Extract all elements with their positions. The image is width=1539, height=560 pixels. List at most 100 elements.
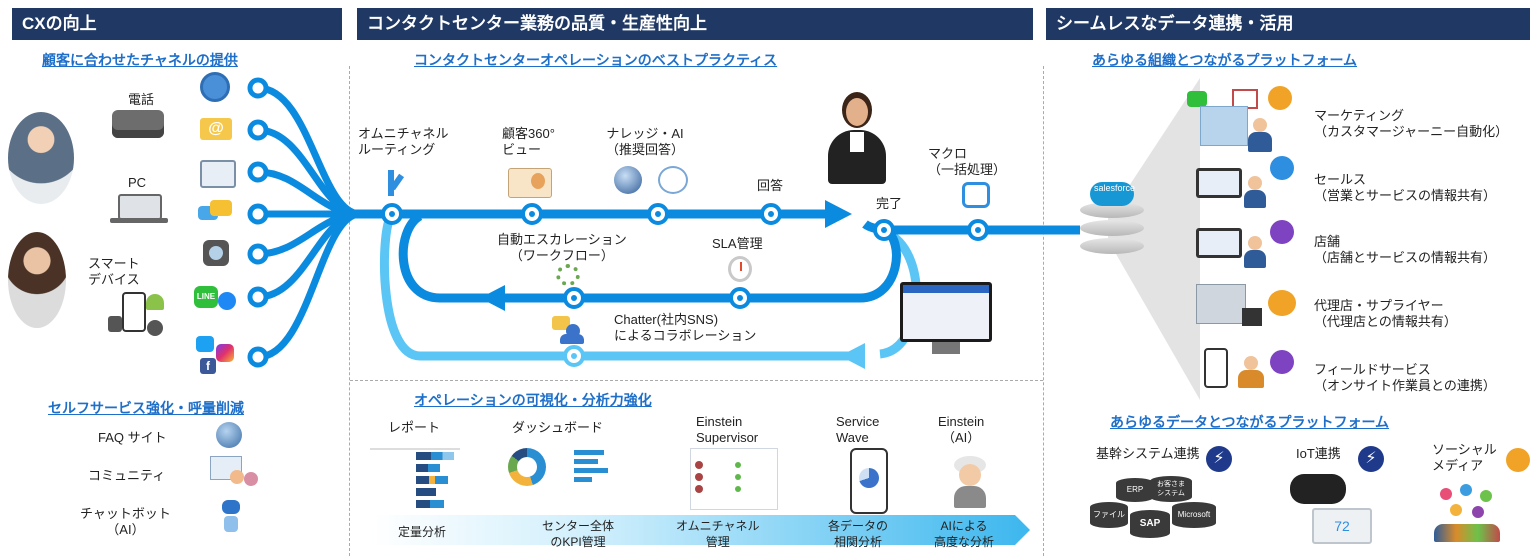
marketing-map-icon	[1200, 106, 1248, 146]
email-icon: @	[200, 118, 232, 140]
escalation-gear-icon	[556, 264, 580, 286]
faq-globe-icon	[216, 422, 242, 448]
social-media-label: ソーシャル メディア	[1432, 442, 1497, 473]
db-customer: お客さま システム	[1150, 476, 1192, 502]
smart-device-label: スマート デバイス	[88, 256, 140, 287]
field-worker-icon	[1236, 356, 1266, 388]
separator-right	[1043, 66, 1044, 556]
community-label: コミュニティ	[88, 468, 166, 483]
platform-fan	[1108, 78, 1200, 400]
laptop-icon	[118, 194, 162, 220]
auto-escalation-label: 自動エスカレーション （ワークフロー）	[497, 232, 627, 263]
header-cx: CXの向上	[12, 8, 342, 40]
platform-item-agency: 代理店・サプライヤー （代理店との情報共有）	[1314, 298, 1457, 329]
store-chat-icon	[1270, 220, 1294, 244]
messenger-icon	[218, 292, 236, 310]
customer-card-icon	[508, 168, 552, 198]
db-sap: SAP	[1130, 510, 1170, 538]
chatter-label: Chatter(社内SNS) によるコラボレーション	[614, 312, 757, 343]
kpi-item-3: オムニチャネル 管理	[676, 519, 760, 549]
chatbot-label: チャットボット （AI）	[80, 506, 171, 537]
dashboard-bars	[560, 448, 610, 484]
kpi-item-2: センター全体 のKPI管理	[542, 519, 615, 549]
service-wave-label: Service Wave	[836, 414, 880, 445]
platform-item-field: フィールドサービス （オンサイト作業員との連携）	[1314, 362, 1496, 393]
kpi-arrow	[372, 515, 1030, 545]
kpi-item-1: 定量分析	[398, 525, 447, 539]
separator-center	[350, 380, 1043, 381]
twitter-icon	[196, 336, 214, 352]
social-pin-icon	[1506, 448, 1530, 472]
line-badge-icon	[1187, 91, 1207, 107]
answer-label: 回答	[757, 178, 784, 193]
header-seamless: シームレスなデータ連携・活用	[1046, 8, 1530, 40]
salesforce-logo-text: salesforce	[1094, 183, 1136, 193]
line-icon: LINE	[194, 286, 218, 308]
macro-icon	[962, 182, 990, 208]
complete-label: 完了	[876, 196, 903, 211]
agency-monitor-icon	[1242, 308, 1262, 326]
iot-label: IoT連携	[1296, 446, 1341, 461]
platform-item-store: 店舗 （店舗とサービスの情報共有）	[1314, 234, 1497, 265]
db-microsoft: Microsoft	[1172, 502, 1216, 528]
social-network-icon	[1432, 484, 1502, 542]
faq-label: FAQ サイト	[98, 430, 167, 445]
db-erp: ERP	[1116, 478, 1154, 502]
self-service-title: セルフサービス強化・呼量削減	[48, 400, 244, 416]
macro-label: マクロ （一括処理）	[928, 146, 1007, 177]
operator-avatar	[826, 92, 888, 184]
omni-routing-label: オムニチャネル ルーティング	[358, 126, 449, 157]
kpi-item-4: 各データの 相関分析	[828, 519, 889, 549]
businessman-avatar	[8, 112, 74, 204]
channel-nodes	[247, 77, 269, 368]
supervisor-screen	[690, 448, 778, 510]
ai-network-icon	[658, 166, 688, 194]
einstein-supervisor-label: Einstein Supervisor	[696, 414, 759, 445]
headset-icon	[200, 72, 230, 102]
community-icon	[210, 456, 260, 492]
sales-person-icon	[1244, 176, 1266, 208]
customer360-label: 顧客360° ビュー	[502, 126, 555, 157]
einstein-mascot-icon	[950, 456, 990, 508]
camera-icon	[203, 240, 229, 266]
dashboard-label: ダッシュボード	[512, 420, 604, 435]
sales-phone-icon	[1270, 156, 1294, 180]
apple-icon	[147, 320, 163, 336]
salesforce-server-icon	[1080, 182, 1144, 258]
routing-icon	[385, 166, 405, 196]
chatter-people-icon	[552, 316, 586, 344]
location-pin-icon	[1268, 86, 1292, 110]
report-chart	[370, 446, 460, 512]
laptop-base	[110, 218, 168, 223]
store-tablet-icon	[1196, 228, 1242, 258]
kpi-item-5: AIによる 高度な分析	[934, 519, 995, 549]
field-chat-icon	[1270, 350, 1294, 374]
facebook-icon: f	[200, 358, 216, 374]
knowledge-globe-icon	[614, 166, 642, 194]
visualize-title: オペレーションの可視化・分析力強化	[414, 392, 652, 408]
iot-bolt-icon: ⚡	[1358, 446, 1384, 472]
data-platform-title: あらゆるデータとつながるプラットフォーム	[1110, 414, 1390, 430]
platform-item-sales: セールス （営業とサービスの情報共有）	[1314, 172, 1497, 203]
phone-label: 電話	[128, 92, 155, 107]
channel-fan-lines	[254, 84, 364, 361]
channel-title: 顧客に合わせたチャネルの提供	[42, 52, 238, 68]
separator-left	[349, 66, 350, 556]
platform-title: あらゆる組織とつながるプラットフォーム	[1092, 52, 1358, 68]
agency-group-icon	[1268, 290, 1296, 316]
best-practice-title: コンタクトセンターオペレーションのベストプラクティス	[414, 52, 778, 68]
pc-label: PC	[128, 175, 147, 190]
instagram-icon	[216, 344, 234, 362]
field-phone-icon	[1204, 348, 1228, 388]
sales-tablet-icon	[1196, 168, 1242, 198]
einstein-ai-label: Einstein （AI）	[938, 414, 985, 445]
header-contact-center: コンタクトセンター業務の品質・生産性向上	[357, 8, 1033, 40]
monitor-stand	[932, 342, 960, 354]
woman-avatar	[8, 232, 66, 328]
smartwatch-icon	[108, 316, 122, 332]
db-file: ファイル	[1090, 502, 1128, 528]
marketing-person-icon	[1248, 118, 1272, 152]
platform-item-marketing: マーケティング （カスタマージャーニー自動化）	[1314, 108, 1509, 139]
knowledge-ai-label: ナレッジ・AI （推奨回答）	[606, 126, 685, 157]
